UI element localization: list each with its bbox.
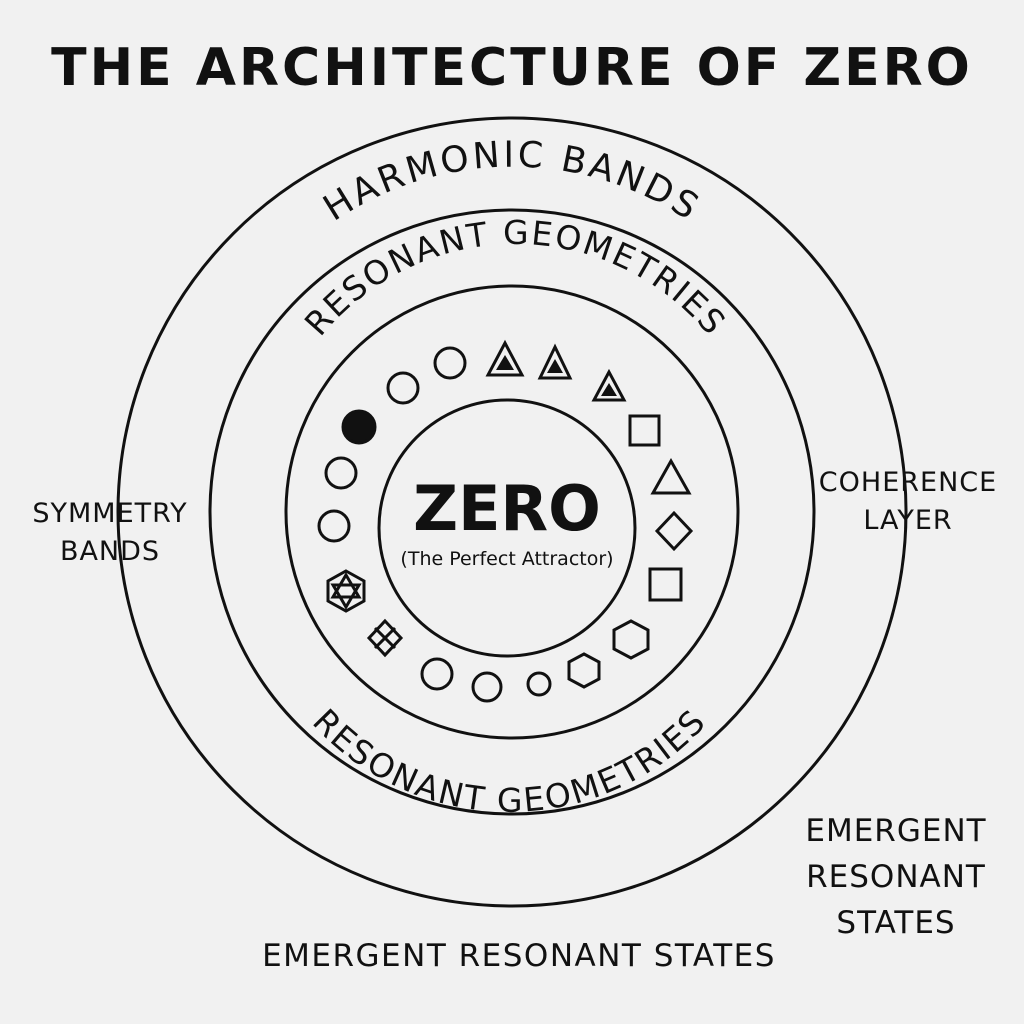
filled-circle-icon <box>341 409 377 445</box>
layer-label-line: LAYER <box>863 505 953 536</box>
emergent-resonant-states-bottom-label: EMERGENT RESONANT STATES <box>262 938 776 974</box>
states-label-line: STATES <box>836 905 956 941</box>
page-title: THE ARCHITECTURE OF ZERO <box>51 38 973 98</box>
hexagram-hexagon-icon <box>326 569 366 613</box>
emergent-resonant-states-side-label: EMERGENT RESONANT STATES <box>786 808 1006 946</box>
resonant-label-line: RESONANT <box>806 859 986 895</box>
emergent-label-line: EMERGENT <box>805 813 987 849</box>
nested-triangle-icon <box>485 339 525 377</box>
circle-icon <box>317 509 351 543</box>
middle-ring <box>208 208 816 816</box>
circle-icon <box>526 671 552 697</box>
crossed-diamond-icon <box>366 618 404 658</box>
zero-subtitle: (The Perfect Attractor) <box>400 548 613 570</box>
symmetry-label-line: SYMMETRY <box>32 498 188 529</box>
triangle-icon <box>650 457 692 495</box>
square-icon <box>628 414 661 447</box>
bands-label-line: BANDS <box>59 536 161 567</box>
resonant-geometries-bottom-label: RESONANT GEOMETRIES <box>305 701 713 820</box>
zero-core-circle <box>377 398 637 658</box>
nested-triangle-icon <box>591 368 627 402</box>
diamond-icon <box>654 510 694 552</box>
nested-triangle-icon <box>537 343 573 380</box>
circle-icon <box>420 657 454 691</box>
circle-icon <box>386 371 420 405</box>
resonant-geometries-top-label: RESONANT GEOMETRIES <box>297 213 734 343</box>
coherence-layer-label: COHERENCE LAYER <box>806 464 1010 540</box>
zero-title: ZERO <box>413 472 601 545</box>
circle-icon <box>471 671 503 703</box>
hexagon-icon <box>567 652 601 689</box>
hexagon-icon <box>612 619 650 660</box>
coherence-label-line: COHERENCE <box>818 467 998 498</box>
symmetry-bands-label: SYMMETRY BANDS <box>20 495 200 571</box>
circle-icon <box>324 456 358 490</box>
outer-ring <box>116 116 908 908</box>
circle-icon <box>433 346 467 380</box>
inner-ring <box>284 284 740 740</box>
geometry-icons <box>317 339 694 703</box>
square-icon <box>648 567 683 602</box>
